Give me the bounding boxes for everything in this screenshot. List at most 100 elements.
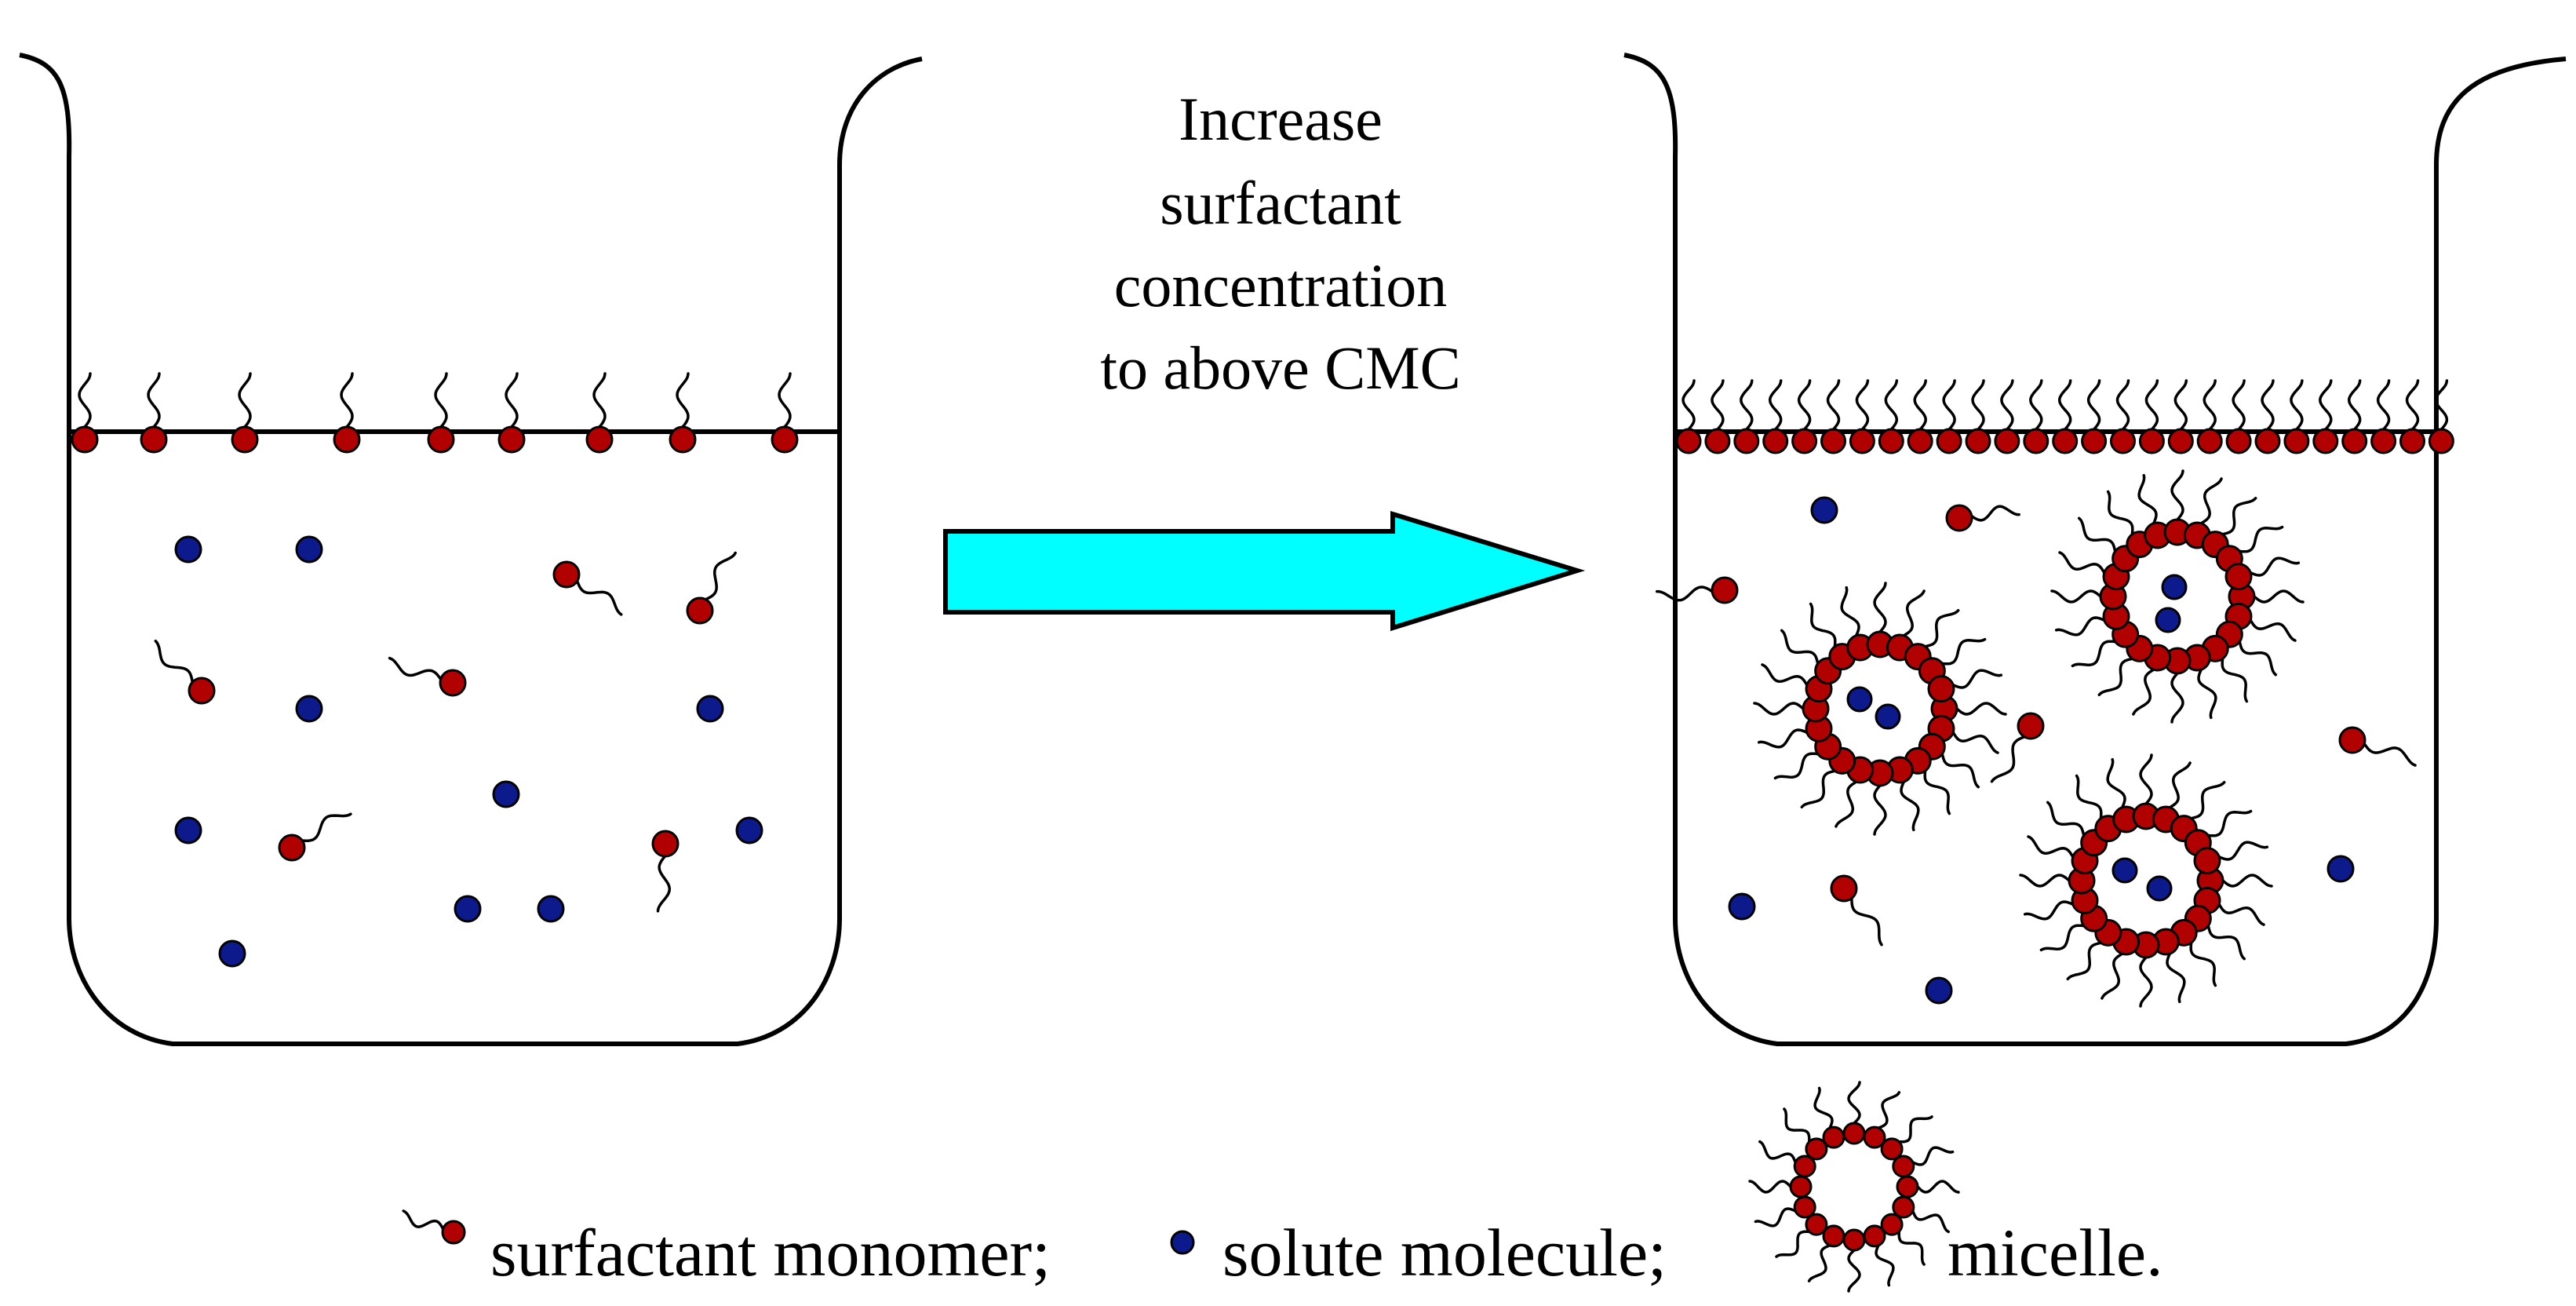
surfactant-tail — [1911, 1209, 1950, 1234]
surfactant-tail — [2168, 761, 2192, 809]
surfactant-tail — [1940, 637, 1987, 666]
surfactant-head — [1789, 1175, 1813, 1198]
solute-molecule — [1170, 1230, 1195, 1255]
surfactant-tail — [1773, 752, 1820, 780]
surfactant-head — [686, 596, 714, 625]
surfactant-head — [2341, 428, 2368, 454]
solute-molecule — [454, 895, 482, 923]
surfactant-head — [1896, 1175, 1919, 1198]
surfactant-head — [1830, 874, 1858, 903]
surfactant-head — [231, 425, 259, 454]
surfactant-tail — [1748, 1180, 1792, 1194]
arrow-text-line-1: Increase — [1179, 85, 1383, 153]
surfactant-tail — [1807, 1244, 1831, 1282]
surfactant-tail — [1916, 1180, 1960, 1194]
solute-molecule — [1810, 496, 1838, 524]
surfactant-head — [2023, 428, 2050, 454]
surfactant-tail — [1951, 731, 1999, 754]
surfactant-head — [1863, 1125, 1886, 1149]
surfactant-tail — [2086, 379, 2101, 431]
surfactant-tail — [1800, 769, 1837, 809]
surfactant-tail — [2173, 379, 2188, 431]
surfactant-head — [2193, 847, 2221, 875]
surfactant-tail — [1875, 1244, 1895, 1287]
surfactant-tail — [2170, 469, 2184, 521]
surfactant-head — [1863, 1224, 1886, 1248]
solute-molecule — [2161, 574, 2188, 600]
surfactant-tail — [238, 372, 252, 429]
surfactant-head — [1822, 1125, 1845, 1149]
solute-molecule — [2146, 875, 2173, 902]
surfactant-tail — [2101, 952, 2124, 1000]
surfactant-tail — [1813, 1086, 1834, 1129]
solute-molecule — [218, 939, 246, 968]
surfactant-tail — [2319, 379, 2333, 431]
legend-monomer-label: surfactant monomer; — [490, 1215, 1051, 1290]
solute-molecule — [2326, 855, 2355, 883]
surfactant-tail — [154, 639, 194, 684]
surfactant-tail — [1855, 379, 1870, 431]
surfactant-tail — [1873, 784, 1887, 836]
surfactant-head — [669, 425, 697, 454]
surfactant-tail — [2238, 640, 2278, 677]
surfactant-head — [1805, 1213, 1828, 1236]
surfactant-head — [1704, 428, 1731, 454]
solute-molecule — [492, 780, 520, 808]
surfactant-tail — [2115, 379, 2130, 431]
surfactant-tail — [2054, 616, 2106, 637]
surfactant-tail — [778, 372, 792, 429]
surfactant-head — [1762, 428, 1789, 454]
surfactant-tail — [2217, 841, 2269, 861]
surfactant-tail — [1873, 582, 1887, 633]
surfactant-tail — [301, 812, 352, 842]
surfactant-head — [140, 425, 168, 454]
surfactant-head — [1842, 1228, 1866, 1252]
surfactant-tail — [1897, 1230, 1926, 1266]
arrow-text-line-2: surfactant — [1160, 169, 1401, 237]
solute-molecule — [295, 535, 323, 564]
surfactant-head — [497, 425, 526, 454]
surfactant-tail — [2376, 379, 2391, 431]
surfactant-head — [1791, 428, 1818, 454]
surfactant-tail — [78, 372, 92, 429]
solute-molecule — [1728, 892, 1756, 921]
surfactant-tail — [1847, 1249, 1861, 1293]
surfactant-tail — [1835, 780, 1858, 828]
increase-arrow — [943, 510, 1586, 632]
solute-molecule — [537, 895, 565, 923]
surfactant-tail — [2203, 379, 2217, 431]
surfactant-tail — [1850, 896, 1883, 947]
surfactant-head — [1733, 428, 1760, 454]
surfactant-tail — [2050, 589, 2102, 604]
surfactant-head — [1994, 428, 2020, 454]
surfactant-head — [333, 425, 361, 454]
left-beaker — [19, 53, 923, 1046]
surfactant-head — [2254, 428, 2281, 454]
surfactant-tail — [1655, 586, 1714, 602]
surfactant-tail — [2206, 809, 2253, 837]
surfactant-head — [2224, 563, 2253, 591]
solute-molecule — [1846, 686, 1873, 713]
surfactant-tail — [1775, 1230, 1811, 1258]
solute-molecule — [735, 816, 763, 845]
surfactant-tail — [1754, 1207, 1797, 1228]
surfactant-tail — [1951, 669, 2003, 689]
surfactant-tail — [1955, 702, 2007, 716]
solute-molecule — [2111, 857, 2138, 884]
surfactant-tail — [592, 372, 607, 429]
solute-molecule — [696, 695, 724, 723]
surfactant-tail — [1940, 752, 1980, 789]
surfactant-tail — [2189, 941, 2217, 987]
surfactant-tail — [2066, 941, 2103, 981]
surfactant-tail — [1682, 379, 1696, 431]
surfactant-head — [1793, 1155, 1816, 1178]
surfactant-head — [1945, 504, 1973, 532]
surfactant-head — [1936, 428, 1962, 454]
surfactant-tail — [1797, 379, 1812, 431]
surfactant-tail — [2019, 874, 2071, 888]
surfactant-tail — [2249, 618, 2297, 642]
surfactant-tail — [1840, 586, 1860, 637]
surfactant-tail — [2132, 668, 2155, 716]
surfactant-head — [1793, 1195, 1816, 1219]
surfactant-head — [2225, 428, 2252, 454]
